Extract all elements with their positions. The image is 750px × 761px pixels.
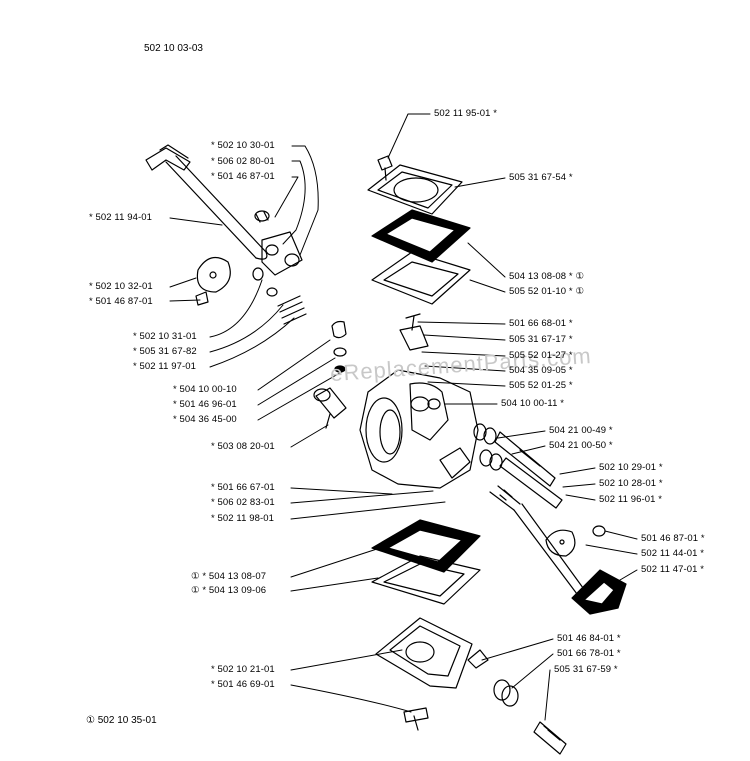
throttle-shaft-assembly (145, 144, 307, 325)
part-label: 504 13 08-08 * ① (509, 271, 585, 282)
part-label: 502 11 96-01 * (599, 494, 663, 505)
part-label: * 501 46 87-01 (89, 296, 153, 307)
metering-cover (375, 617, 567, 755)
leader-lines (169, 113, 638, 721)
part-label: * 505 31 67-82 (133, 346, 197, 357)
metering-diaphragm-gasket (371, 519, 481, 605)
part-label: * 504 36 45-00 (173, 414, 237, 425)
part-label: * 504 10 00-10 (173, 384, 237, 395)
part-label: * 502 11 94-01 (89, 212, 153, 223)
part-label: * 501 66 67-01 (211, 482, 275, 493)
part-label: 502 10 28-01 * (599, 478, 663, 489)
part-label: 504 35 09-05 * (509, 365, 573, 376)
footnote: ① 502 10 35-01 (86, 715, 157, 726)
part-label: 504 10 00-11 * (501, 398, 565, 409)
part-label: 502 10 29-01 * (599, 462, 663, 473)
part-label: 505 52 01-27 * (509, 350, 573, 361)
part-label: 501 46 84-01 * (557, 633, 621, 644)
part-label: 501 66 78-01 * (557, 648, 621, 659)
part-label: * 502 11 98-01 (211, 513, 275, 524)
diagram-title: 502 10 03-03 (144, 43, 203, 54)
part-label: 505 31 67-17 * (509, 334, 573, 345)
part-label: 505 31 67-59 * (554, 664, 618, 675)
part-label: 502 11 47-01 * (641, 564, 705, 575)
part-label: * 501 46 87-01 (211, 171, 275, 182)
part-label: * 502 10 21-01 (211, 664, 275, 675)
part-label: * 506 02 83-01 (211, 497, 275, 508)
pump-cover-and-diaphragms (367, 155, 471, 305)
choke-shaft-assembly (489, 485, 627, 615)
part-label: 502 11 44-01 * (641, 548, 705, 559)
part-label: 504 21 00-49 * (549, 425, 613, 436)
part-label: 501 66 68-01 * (509, 318, 573, 329)
part-label: * 503 08 20-01 (211, 441, 275, 452)
part-label: 504 21 00-50 * (549, 440, 613, 451)
mixture-screws (473, 423, 563, 509)
part-label: * 506 02 80-01 (211, 156, 275, 167)
part-label: * 501 46 69-01 (211, 679, 275, 690)
part-label: 502 11 95-01 * (434, 108, 498, 119)
part-label: * 501 46 96-01 (173, 399, 237, 410)
part-label: 505 31 67-54 * (509, 172, 573, 183)
carburetor-body (313, 313, 479, 489)
part-label: * 502 10 30-01 (211, 140, 275, 151)
part-label: ① * 504 13 08-07 (191, 571, 267, 582)
part-label: * 502 11 97-01 (133, 361, 197, 372)
part-label: 505 52 01-10 * ① (509, 286, 585, 297)
part-label: * 502 10 31-01 (133, 331, 197, 342)
part-label: 501 46 87-01 * (641, 533, 705, 544)
part-label: 505 52 01-25 * (509, 380, 573, 391)
part-label: * 502 10 32-01 (89, 281, 153, 292)
part-label: ① * 504 13 09-06 (191, 585, 267, 596)
